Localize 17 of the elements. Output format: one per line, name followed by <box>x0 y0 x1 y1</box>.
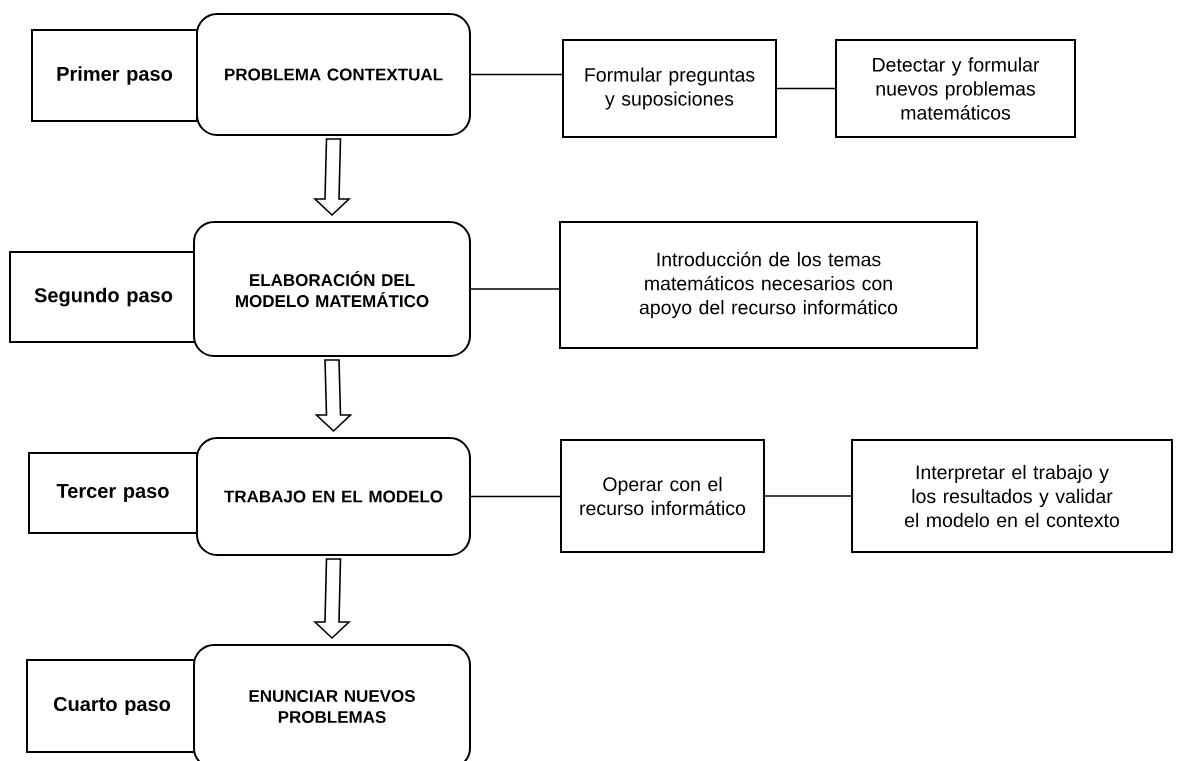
connector-line <box>764 495 852 497</box>
activity-box: Introducción de los temas matemáticos necesarios con apoyo del recurso informático <box>559 221 978 349</box>
activity-box: Detectar y formular nuevos problemas matemáticos <box>835 39 1076 138</box>
connector-line <box>470 288 560 290</box>
step-label-box: Segundo paso <box>9 251 198 343</box>
block-arrow <box>314 359 353 433</box>
activity-box: Formular preguntas y suposiciones <box>562 39 777 138</box>
step-label-box: Tercer paso <box>28 452 198 534</box>
step-label-box: Primer paso <box>31 29 198 122</box>
connector-line <box>776 87 836 90</box>
block-arrow <box>313 558 351 640</box>
activity-box: Interpretar el trabajo y los resultados y validar el modelo en el contexto <box>851 439 1173 553</box>
activity-box: Operar con el recurso informático <box>560 439 765 553</box>
block-arrow <box>313 138 351 217</box>
step-label-box: Cuarto paso <box>26 659 198 753</box>
connector-line <box>470 73 563 76</box>
connector-line <box>470 495 561 498</box>
